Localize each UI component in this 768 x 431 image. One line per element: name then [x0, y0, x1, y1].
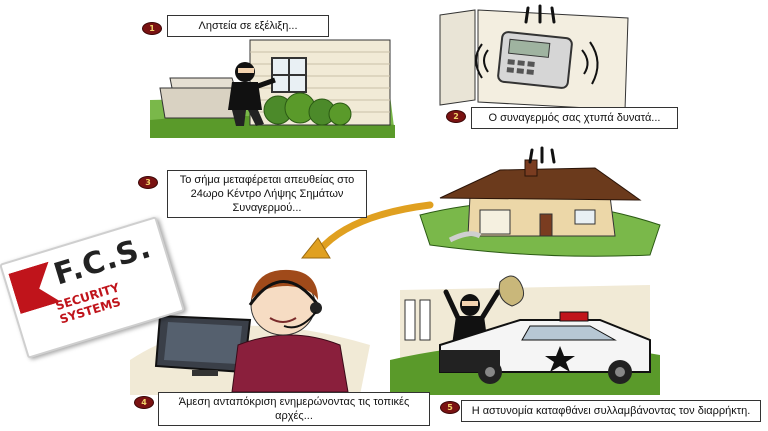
caption-signal-line2: 24ωρο Κέντρο Λήψης Σημάτων [190, 188, 344, 200]
caption-signal-line3: Συναγερμού... [232, 202, 302, 214]
step-badge-5: 5 [440, 401, 460, 414]
caption-signal: Το σήμα μεταφέρεται απευθείας στο 24ωρο … [167, 170, 367, 218]
caption-robbery: Ληστεία σε εξέλιξη... [167, 15, 329, 37]
caption-response-line1: Άμεση ανταπόκριση ενημερώνοντας τις τοπι… [178, 396, 410, 408]
caption-robbery-text: Ληστεία σε εξέλιξη... [198, 20, 298, 32]
step-badge-2: 2 [446, 110, 466, 123]
step-badge-3: 3 [138, 176, 158, 189]
caption-response-line2: αρχές... [275, 410, 313, 422]
caption-response: Άμεση ανταπόκριση ενημερώνοντας τις τοπι… [158, 392, 430, 426]
caption-signal-line1: Το σήμα μεταφέρεται απευθείας στο [179, 174, 355, 186]
step-badge-1: 1 [142, 22, 162, 35]
caption-police: Η αστυνομία καταφθάνει συλλαμβάνοντας το… [461, 400, 761, 422]
caption-alarm-text: Ο συναγερμός σας χτυπά δυνατά... [488, 112, 661, 124]
step-badge-4: 4 [134, 396, 154, 409]
caption-alarm: Ο συναγερμός σας χτυπά δυνατά... [471, 107, 678, 129]
caption-police-text: Η αστυνομία καταφθάνει συλλαμβάνοντας το… [471, 405, 751, 417]
